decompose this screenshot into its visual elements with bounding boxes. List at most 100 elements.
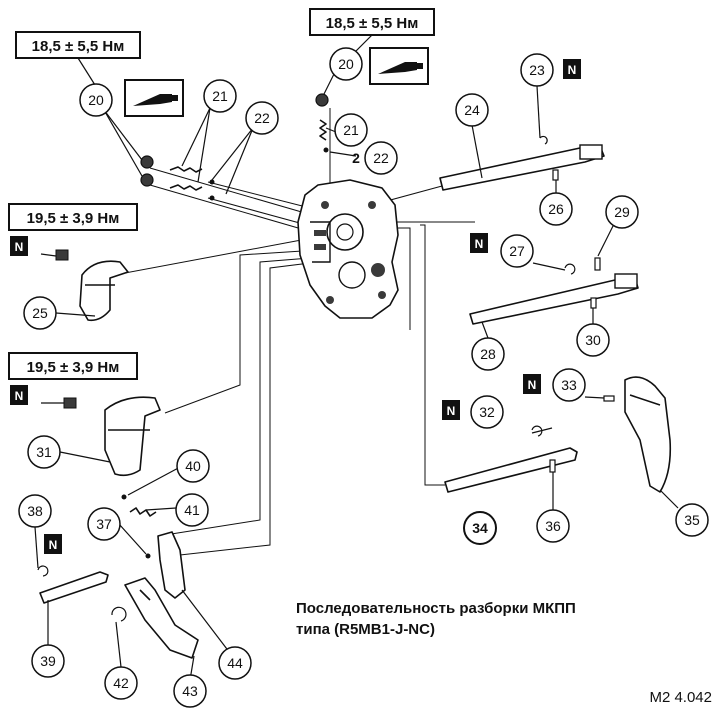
svg-text:20: 20: [338, 56, 354, 72]
callout-24: 24: [455, 93, 489, 127]
new-part-marker-icon: N: [470, 233, 488, 253]
callout-33: 33: [552, 368, 586, 402]
shift-rod-24: [439, 144, 605, 191]
torque-label: 18,5 ± 5,5 Нм: [326, 15, 419, 32]
caption-line-2: типа (R5MB1-J-NC): [296, 621, 435, 638]
svg-text:26: 26: [548, 201, 564, 217]
callout-25: 25: [23, 296, 57, 330]
svg-text:31: 31: [36, 444, 52, 460]
svg-text:21: 21: [343, 122, 359, 138]
svg-text:27: 27: [509, 243, 525, 259]
pin-30: [590, 297, 597, 309]
shift-lever-44: [157, 531, 186, 599]
svg-text:24: 24: [464, 102, 480, 118]
svg-text:42: 42: [113, 675, 129, 691]
callout-43: 43: [173, 674, 207, 708]
svg-text:34: 34: [472, 520, 488, 536]
callout-37: 37: [87, 507, 121, 541]
shift-fork-35: [624, 376, 672, 493]
svg-text:N: N: [49, 538, 58, 552]
svg-text:36: 36: [545, 518, 561, 534]
new-part-marker-icon: N: [563, 59, 581, 79]
callout-32: 32: [470, 395, 504, 429]
shift-rod-34: [444, 447, 578, 493]
torque-box-4: 19,5 ± 3,9 Нм: [8, 352, 138, 380]
svg-text:43: 43: [182, 683, 198, 699]
svg-text:35: 35: [684, 512, 700, 528]
callout-30: 30: [576, 323, 610, 357]
torque-box-1: 18,5 ± 5,5 Нм: [15, 31, 141, 59]
callout-40: 40: [176, 449, 210, 483]
svg-text:23: 23: [529, 62, 545, 78]
callout-42: 42: [104, 666, 138, 700]
spring-41: [129, 507, 157, 517]
detent-ball: [209, 179, 215, 201]
svg-text:41: 41: [184, 502, 200, 518]
callout-28: 28: [471, 337, 505, 371]
sealant-tube-icon: [369, 47, 429, 85]
pin-29: [594, 257, 601, 271]
callout-41: 41: [175, 493, 209, 527]
new-part-marker-icon: N: [523, 374, 541, 394]
svg-text:32: 32: [479, 404, 495, 420]
svg-text:25: 25: [32, 305, 48, 321]
sealant-tube-icon: [124, 79, 184, 117]
shift-fork-25: [79, 260, 129, 322]
svg-text:37: 37: [96, 516, 112, 532]
callout-31: 31: [27, 435, 61, 469]
shift-fork-31: [104, 396, 161, 477]
svg-text:22: 22: [254, 110, 270, 126]
transmission-housing: [297, 179, 399, 319]
ball-37: [145, 553, 151, 559]
svg-text:N: N: [475, 237, 484, 251]
svg-text:29: 29: [614, 204, 630, 220]
shift-fork-43: [124, 577, 199, 659]
svg-text:40: 40: [185, 458, 201, 474]
detent-spring: [169, 166, 203, 191]
svg-text:N: N: [568, 63, 577, 77]
callout-21b: 21: [334, 113, 368, 147]
ball-40: [121, 494, 127, 500]
callout-29: 29: [605, 195, 639, 229]
callout-36: 36: [536, 509, 570, 543]
svg-text:28: 28: [480, 346, 496, 362]
shift-rod-39: [39, 571, 109, 604]
pin-26: [552, 169, 559, 181]
callout-34: 34: [463, 511, 497, 545]
new-part-marker-icon: N: [10, 236, 28, 256]
pin-36: [549, 459, 556, 473]
callout-26: 26: [539, 192, 573, 226]
pin-33: [603, 395, 615, 402]
callout-22a: 22: [245, 101, 279, 135]
svg-text:N: N: [15, 240, 24, 254]
callout-23: 23: [520, 53, 554, 87]
callout-27: 27: [500, 234, 534, 268]
svg-text:22: 22: [373, 150, 389, 166]
svg-text:2: 2: [352, 150, 360, 166]
lock-bolt: [55, 249, 77, 409]
torque-label: 19,5 ± 3,9 Нм: [27, 359, 120, 376]
callout-22b: 22: [364, 141, 398, 175]
assembly-guide-lines: [124, 108, 475, 556]
snap-ring-23: [539, 135, 548, 145]
caption-line-1: Последовательность разборки МКПП: [296, 600, 576, 617]
callout-39: 39: [31, 644, 65, 678]
svg-text:N: N: [15, 389, 24, 403]
shift-rod-28: [469, 273, 639, 325]
snap-ring-42: [111, 606, 127, 622]
svg-text:38: 38: [27, 503, 43, 519]
svg-text:30: 30: [585, 332, 601, 348]
callout-38: 38: [18, 494, 52, 528]
svg-text:39: 39: [40, 653, 56, 669]
snap-ring-27: [564, 263, 576, 275]
new-part-marker-icon: N: [442, 400, 460, 420]
plug-bolt-top: [315, 93, 329, 153]
svg-text:44: 44: [227, 655, 243, 671]
callout-20b: 20: [329, 47, 363, 81]
snap-ring-38: [37, 565, 49, 577]
torque-label: 19,5 ± 3,9 Нм: [27, 210, 120, 227]
new-part-marker-icon: N: [10, 385, 28, 405]
callout-22b-qty: 2: [352, 150, 360, 166]
figure-code: M2 4.042: [649, 689, 712, 706]
